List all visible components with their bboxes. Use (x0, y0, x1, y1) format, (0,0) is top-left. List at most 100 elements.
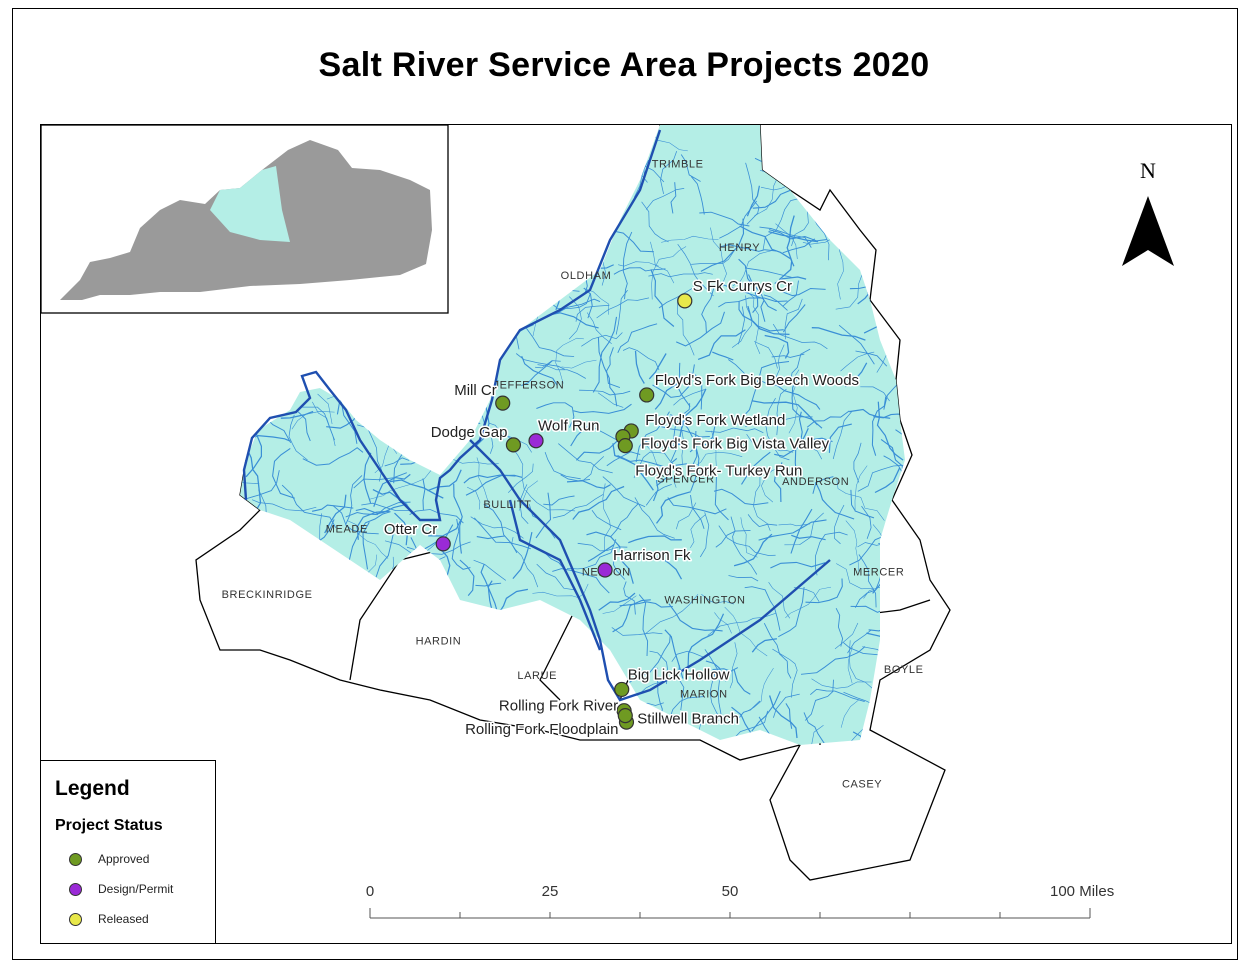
project-marker[interactable] (639, 387, 655, 403)
stream-line (759, 168, 820, 174)
project-marker[interactable] (614, 681, 630, 698)
stream-line (773, 462, 783, 503)
project-marker[interactable] (617, 707, 633, 724)
stream-line (876, 197, 905, 221)
stream-line (332, 504, 379, 535)
stream-line (878, 524, 905, 545)
project-marker[interactable] (435, 536, 451, 552)
stream-line (649, 650, 669, 685)
stream-line (497, 125, 535, 149)
stream-line (602, 476, 646, 508)
stream-line (466, 627, 474, 689)
project-label: Mill Cr (454, 382, 497, 399)
stream-line (463, 184, 497, 236)
stream-line (879, 739, 894, 745)
stream-line (773, 344, 785, 382)
stream-line (854, 465, 868, 512)
stream-line (811, 327, 866, 341)
stream-line (517, 165, 556, 196)
stream-line (488, 422, 532, 453)
stream-line (393, 450, 405, 484)
stream-line (517, 185, 566, 193)
stream-line (479, 171, 516, 188)
stream-line (648, 353, 667, 380)
stream-line (731, 295, 753, 348)
county-label: SPENCER (657, 473, 714, 485)
scale-bar-label: 100 Miles (1050, 883, 1114, 900)
stream-line (733, 533, 773, 567)
stream-line (533, 611, 546, 671)
county-label: JEFFERSON (494, 379, 565, 391)
project-label: Rolling Fork Floodplain (465, 721, 618, 738)
stream-line (690, 495, 705, 529)
stream-line (556, 298, 601, 314)
stream-line (476, 457, 489, 503)
county-label: ANDERSON (782, 476, 849, 488)
stream-line (855, 350, 888, 367)
stream-line (853, 442, 862, 483)
county-label: MEADE (326, 523, 368, 535)
stream-line (741, 451, 771, 485)
stream-line (598, 592, 636, 611)
stream-line (381, 654, 400, 703)
stream-line (329, 603, 355, 655)
stream-line (240, 334, 245, 367)
stream-line (836, 477, 885, 521)
project-marker[interactable] (505, 437, 522, 453)
stream-line (774, 276, 807, 285)
stream-line (770, 377, 821, 410)
stream-line (560, 474, 591, 482)
stream-line (521, 360, 553, 387)
stream-line (705, 660, 727, 682)
stream-line (654, 382, 679, 410)
stream-line (302, 314, 343, 329)
stream-line (388, 660, 407, 713)
stream-line (543, 495, 575, 506)
project-label: Wolf Run (538, 418, 599, 435)
project-label: Floyd's Fork Big Vista Valley (641, 436, 830, 453)
stream-line (677, 388, 707, 445)
stream-line (383, 605, 424, 622)
project-marker[interactable] (528, 433, 544, 449)
project-marker[interactable] (677, 293, 693, 309)
stream-line (240, 125, 277, 132)
county-label: MARION (680, 689, 728, 701)
project-marker[interactable] (597, 562, 613, 578)
stream-line (633, 451, 676, 479)
stream-line (628, 535, 682, 544)
stream-line (240, 655, 279, 693)
stream-line (747, 305, 790, 336)
stream-line (711, 430, 717, 475)
stream-line (871, 396, 887, 456)
stream-line (340, 401, 358, 444)
stream-line (697, 329, 746, 360)
stream-line (832, 411, 853, 460)
stream-line (858, 554, 877, 608)
legend-box: Legend Project Status Approved Design/Pe… (40, 760, 216, 944)
project-marker[interactable] (617, 438, 633, 454)
stream-line (704, 649, 722, 717)
stream-line (888, 550, 905, 566)
stream-line (790, 348, 811, 383)
county-label: TRIMBLE (652, 159, 704, 171)
stream-line (459, 691, 504, 708)
stream-line (715, 529, 751, 548)
stream-line (812, 476, 834, 494)
stream-line (476, 535, 506, 540)
project-marker[interactable] (495, 395, 511, 411)
stream-line (334, 329, 354, 374)
county-label: BRECKINRIDGE (222, 589, 313, 601)
stream-line (265, 640, 279, 677)
stream-line (655, 491, 692, 524)
stream-line (353, 472, 407, 489)
stream-line (525, 489, 576, 512)
stream-line (240, 700, 241, 745)
stream-line (542, 550, 565, 569)
stream-line (296, 670, 346, 707)
stream-line (578, 125, 622, 150)
stream-line (794, 411, 803, 473)
stream-line (785, 586, 832, 619)
stream-line (422, 478, 426, 511)
